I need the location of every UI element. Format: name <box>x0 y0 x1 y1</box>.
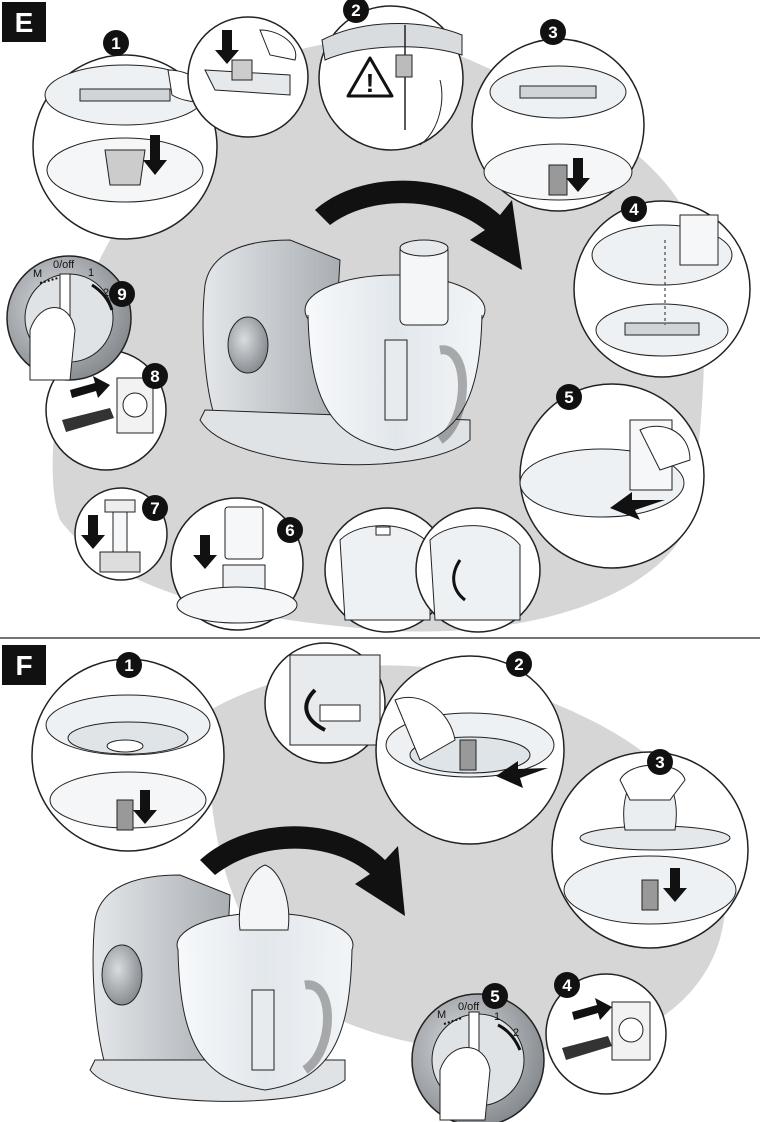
step-badge: 5 <box>556 384 582 410</box>
step-f2-circle <box>376 656 564 844</box>
dial-label-1: 1 <box>88 267 94 279</box>
svg-text:!: ! <box>366 68 375 98</box>
step-e1-detail-circle <box>188 17 308 137</box>
section-label-e: E <box>15 7 34 38</box>
step-e6-circle <box>171 498 303 630</box>
step-e2-circle <box>319 6 463 150</box>
step-badge: 2 <box>506 651 532 677</box>
svg-text:8: 8 <box>150 367 159 386</box>
svg-text:3: 3 <box>655 753 664 772</box>
step-badge: 4 <box>621 196 647 222</box>
svg-text:2: 2 <box>351 1 360 20</box>
dial-label-1: 1 <box>494 1011 500 1023</box>
step-badge: 6 <box>277 517 303 543</box>
step-badge: 1 <box>103 30 129 56</box>
step-badge: 8 <box>142 363 168 389</box>
step-badge: 9 <box>109 281 135 307</box>
step-e4-circle <box>574 201 750 377</box>
dial-label-m: M <box>437 1009 446 1021</box>
svg-text:4: 4 <box>562 976 572 995</box>
dial-label-2: 2 <box>103 287 109 299</box>
step-badge: 3 <box>647 749 673 775</box>
step-e3-circle <box>472 39 644 211</box>
svg-text:2: 2 <box>514 655 523 674</box>
step-f1-circle <box>32 659 224 851</box>
svg-text:3: 3 <box>548 23 557 42</box>
step-badge: 1 <box>116 652 142 678</box>
step-badge: 5 <box>482 983 508 1009</box>
dial-label-off: 0/off <box>53 259 75 271</box>
svg-text:5: 5 <box>490 987 499 1006</box>
step-e9-circle <box>7 256 131 380</box>
dial-label-2: 2 <box>513 1027 519 1039</box>
svg-text:5: 5 <box>564 388 573 407</box>
dial-label-m: M <box>33 268 42 280</box>
svg-text:7: 7 <box>150 499 159 518</box>
step-badge: 7 <box>142 495 168 521</box>
svg-text:9: 9 <box>117 285 126 304</box>
dial-label-off: 0/off <box>458 1001 480 1013</box>
section-label-f: F <box>15 650 32 681</box>
step-badge: 4 <box>554 972 580 998</box>
step-f3-circle <box>552 752 748 948</box>
svg-text:6: 6 <box>285 521 294 540</box>
svg-text:1: 1 <box>111 34 120 53</box>
step-e5-circle <box>520 384 704 568</box>
step-badge: 3 <box>540 19 566 45</box>
section-f: F <box>2 643 748 1122</box>
section-e: E ! <box>2 0 750 632</box>
step-f5-circle <box>412 994 544 1122</box>
step-f2-detail-circle <box>265 643 385 763</box>
svg-text:1: 1 <box>124 656 133 675</box>
svg-text:4: 4 <box>629 200 639 219</box>
